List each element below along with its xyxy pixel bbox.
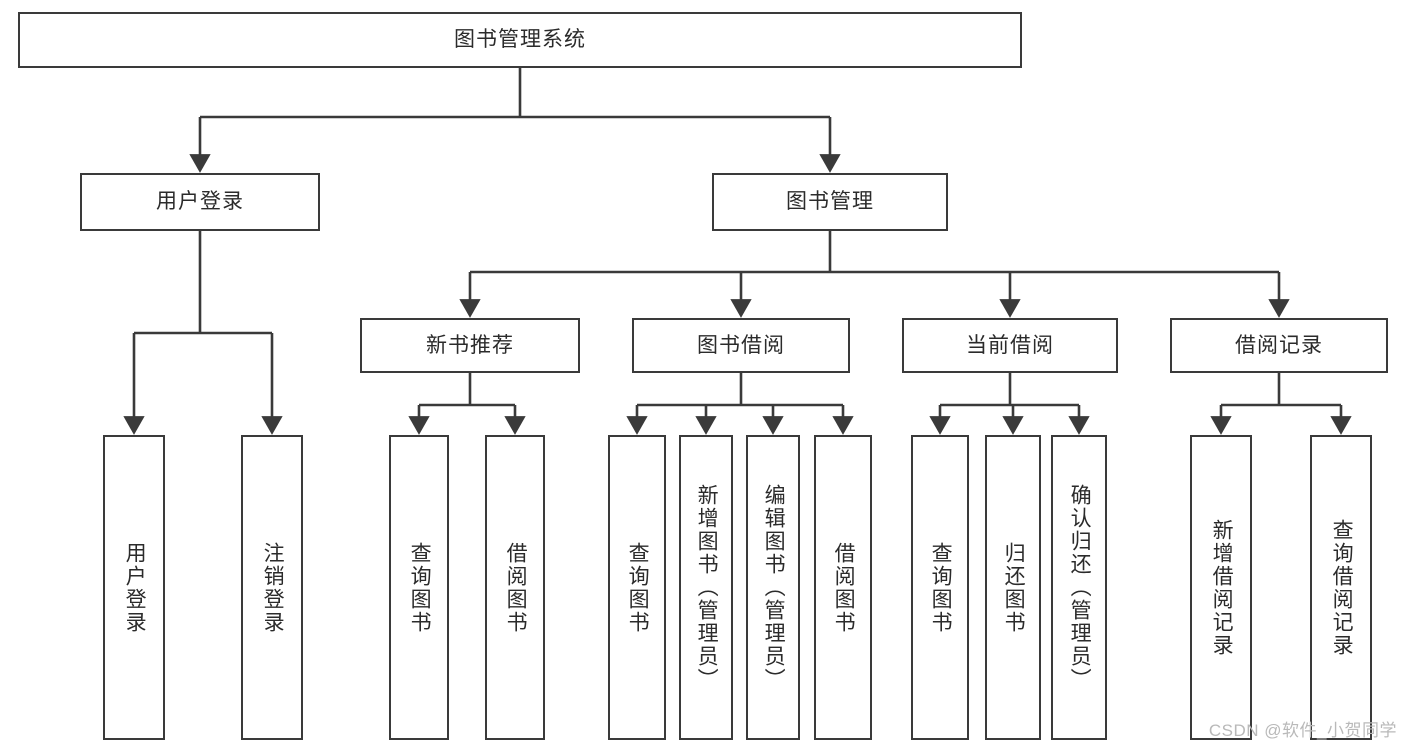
node-leaf-borrow-book-1-label: 借阅图书 — [504, 541, 528, 634]
node-leaf-user-login-label: 用户登录 — [123, 541, 147, 634]
node-leaf-return-book[interactable]: 归还图书 — [985, 435, 1041, 740]
node-leaf-borrow-book-1[interactable]: 借阅图书 — [485, 435, 545, 740]
node-leaf-query-book-1[interactable]: 查询图书 — [389, 435, 449, 740]
node-leaf-query-borrow-record-label: 查询借阅记录 — [1330, 518, 1354, 657]
node-leaf-user-login[interactable]: 用户登录 — [103, 435, 165, 740]
node-leaf-borrow-book-2-label: 借阅图书 — [832, 541, 856, 634]
node-book-manage[interactable]: 图书管理 — [712, 173, 948, 231]
node-leaf-edit-book-admin-label: 编辑图书（管理员） — [762, 484, 786, 691]
node-current-borrow-label: 当前借阅 — [966, 333, 1054, 357]
node-leaf-query-book-2-label: 查询图书 — [626, 541, 650, 634]
node-leaf-return-book-label: 归还图书 — [1002, 541, 1026, 634]
node-borrow-record[interactable]: 借阅记录 — [1170, 318, 1388, 373]
node-book-borrow-label: 图书借阅 — [697, 333, 785, 357]
node-root-system[interactable]: 图书管理系统 — [18, 12, 1022, 68]
node-book-manage-label: 图书管理 — [786, 190, 874, 214]
node-leaf-query-borrow-record[interactable]: 查询借阅记录 — [1310, 435, 1372, 740]
node-book-borrow[interactable]: 图书借阅 — [632, 318, 850, 373]
node-leaf-query-book-2[interactable]: 查询图书 — [608, 435, 666, 740]
node-root-system-label: 图书管理系统 — [454, 28, 586, 52]
node-leaf-borrow-book-2[interactable]: 借阅图书 — [814, 435, 872, 740]
node-leaf-query-book-3[interactable]: 查询图书 — [911, 435, 969, 740]
node-leaf-add-book-admin-label: 新增图书（管理员） — [695, 484, 719, 691]
node-new-book-recommend[interactable]: 新书推荐 — [360, 318, 580, 373]
node-current-borrow[interactable]: 当前借阅 — [902, 318, 1118, 373]
node-leaf-query-book-1-label: 查询图书 — [408, 541, 432, 634]
node-leaf-query-book-3-label: 查询图书 — [929, 541, 953, 634]
node-user-login-label: 用户登录 — [156, 190, 244, 214]
node-leaf-confirm-return-admin-label: 确认归还（管理员） — [1068, 484, 1092, 691]
node-borrow-record-label: 借阅记录 — [1235, 333, 1323, 357]
node-leaf-add-borrow-record-label: 新增借阅记录 — [1210, 518, 1234, 657]
node-leaf-add-book-admin[interactable]: 新增图书（管理员） — [679, 435, 733, 740]
node-new-book-recommend-label: 新书推荐 — [426, 333, 514, 357]
node-leaf-user-logout[interactable]: 注销登录 — [241, 435, 303, 740]
node-leaf-edit-book-admin[interactable]: 编辑图书（管理员） — [746, 435, 800, 740]
node-leaf-confirm-return-admin[interactable]: 确认归还（管理员） — [1051, 435, 1107, 740]
node-leaf-add-borrow-record[interactable]: 新增借阅记录 — [1190, 435, 1252, 740]
node-leaf-user-logout-label: 注销登录 — [261, 541, 285, 634]
node-user-login[interactable]: 用户登录 — [80, 173, 320, 231]
